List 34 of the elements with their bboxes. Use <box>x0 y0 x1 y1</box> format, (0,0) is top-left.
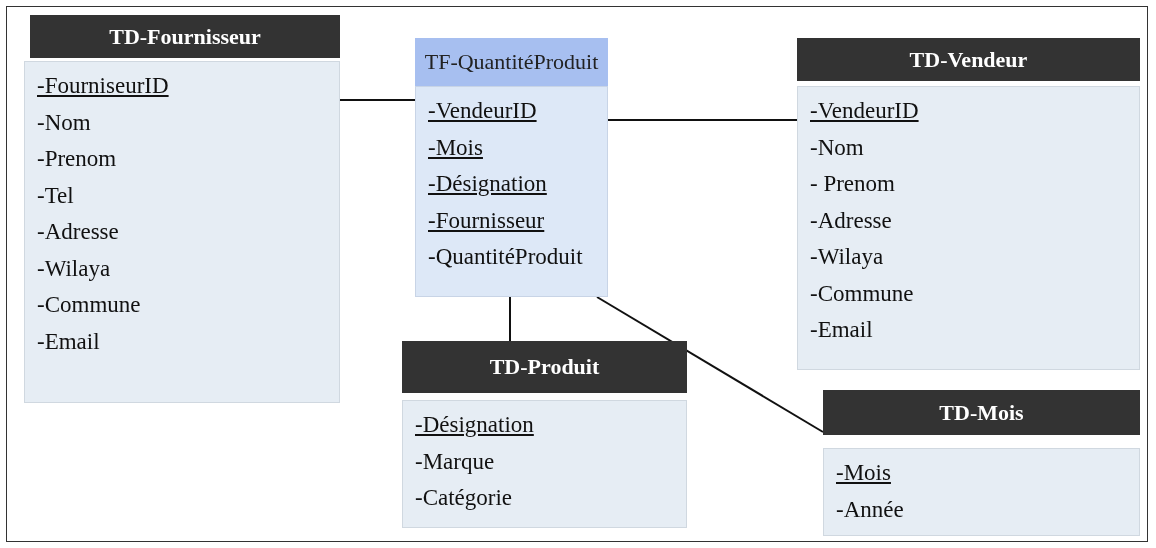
key-attribute: -FourniseurID <box>37 72 169 100</box>
attribute: - Prenom <box>810 170 895 198</box>
table-header: TD-Mois <box>823 390 1140 435</box>
attribute: -Nom <box>37 108 91 137</box>
table-header: TD-Fournisseur <box>30 15 340 58</box>
attribute: -Email <box>37 327 100 356</box>
key-attribute: -Mois <box>428 133 483 162</box>
attribute: -Adresse <box>37 218 119 246</box>
attribute: -Adresse <box>810 206 892 235</box>
attribute: -QuantitéProduit <box>428 243 583 271</box>
connector-line <box>339 99 416 101</box>
table-header: TF-QuantitéProduit <box>415 38 608 86</box>
key-attribute: -VendeurID <box>810 97 919 125</box>
attribute: -Catégorie <box>415 484 513 512</box>
key-attribute: -VendeurID <box>428 97 537 125</box>
key-attribute: -Désignation <box>415 411 534 439</box>
attribute: -Marque <box>415 447 495 476</box>
attribute: -Commune <box>37 291 141 319</box>
attribute: -Wilaya <box>37 254 111 283</box>
attribute: -Tel <box>37 181 74 210</box>
connector-line <box>596 296 824 433</box>
table-header: TD-Produit <box>402 341 687 393</box>
connector-line <box>607 119 798 121</box>
attribute: -Commune <box>810 279 914 308</box>
key-attribute: -Fournisseur <box>428 206 545 235</box>
attribute: -Année <box>836 495 904 524</box>
key-attribute: -Mois <box>836 459 891 487</box>
table-header: TD-Vendeur <box>797 38 1140 81</box>
attribute: -Email <box>810 316 873 344</box>
key-attribute: -Désignation <box>428 170 547 198</box>
connector-line <box>509 296 511 342</box>
attribute: -Nom <box>810 133 864 162</box>
attribute: -Prenom <box>37 145 117 173</box>
attribute: -Wilaya <box>810 243 884 271</box>
